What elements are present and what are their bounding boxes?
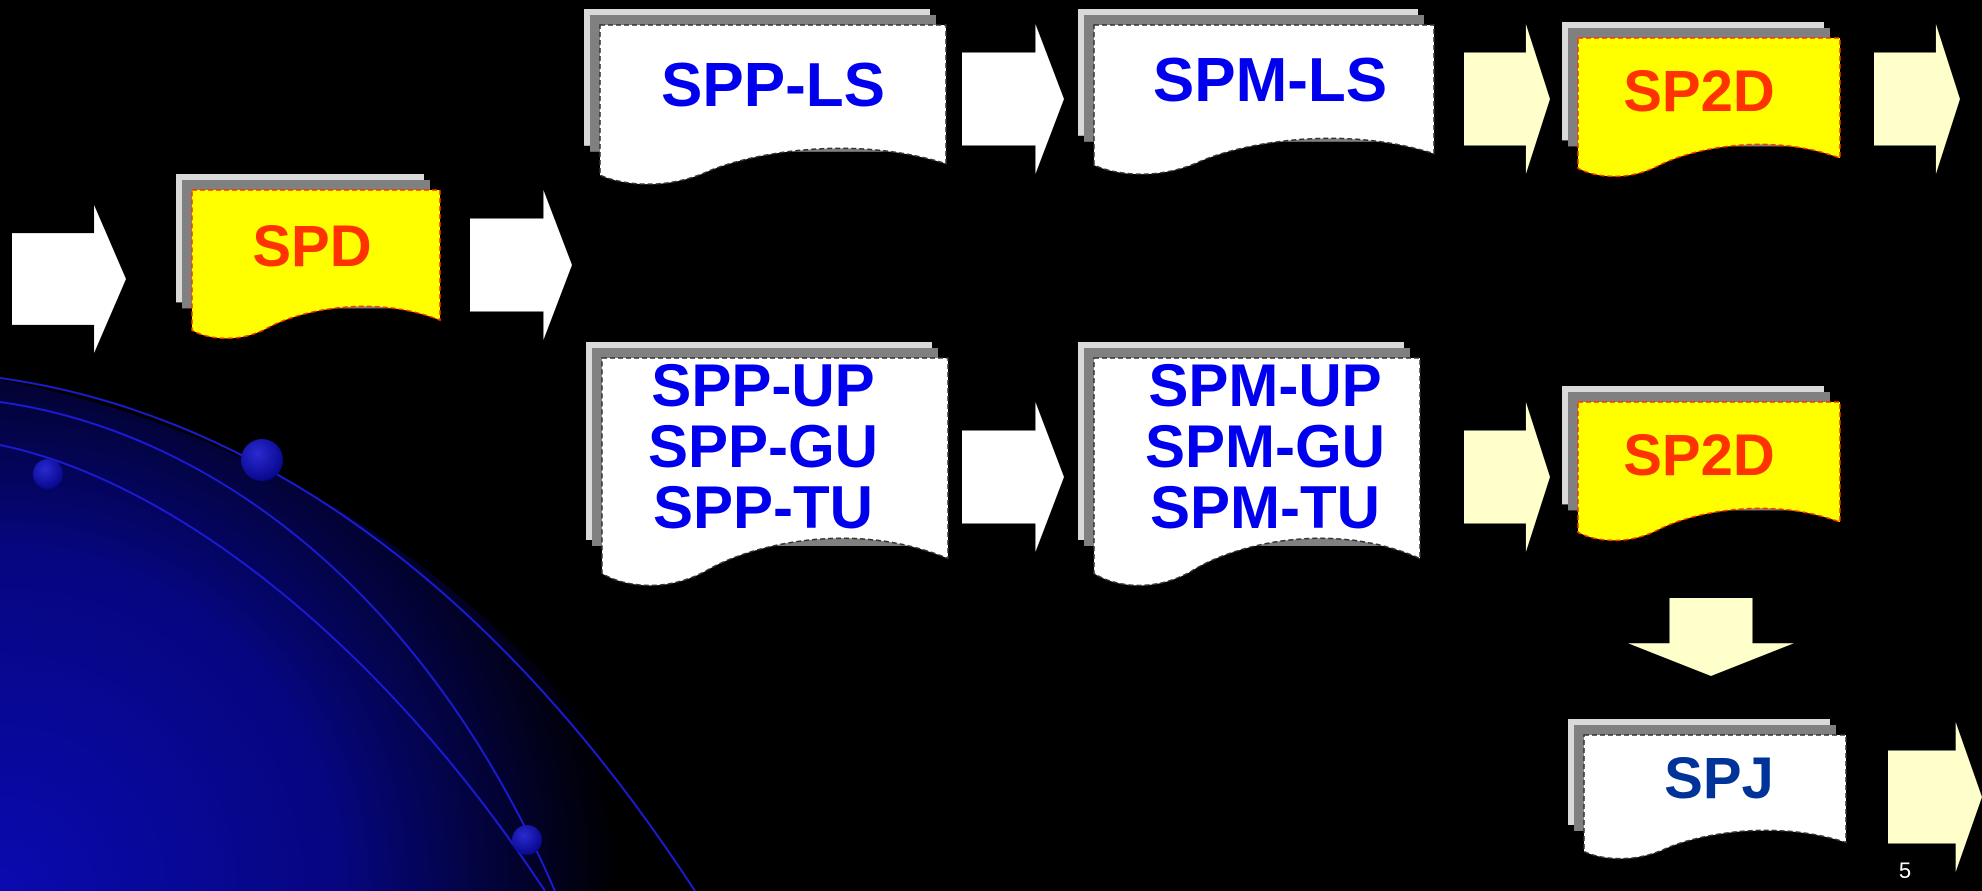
spp-multi-label-line: SPP-UP [651, 351, 875, 419]
orbit-line-outer [0, 377, 696, 891]
document-spd [176, 174, 441, 340]
spd-label: SPD [188, 184, 436, 309]
arrow-spm-to-sp2d [1464, 402, 1550, 552]
document-page [1093, 357, 1421, 587]
orbit-line-inner [0, 444, 546, 891]
document-spp-ls [584, 9, 947, 185]
spj-label: SPJ [1588, 727, 1850, 830]
planet-large [241, 439, 283, 481]
document-page [1093, 24, 1435, 175]
spm-multi-label-line: SPM-UP [1148, 351, 1382, 419]
document-spm-ls [1078, 9, 1435, 175]
spp-multi-label-line: SPP-GU [647, 412, 879, 480]
arrow-sp2d-top-out [1874, 24, 1960, 174]
planet-small [33, 459, 63, 489]
document-sp2d-bottom [1562, 386, 1841, 542]
planet-bottom [512, 825, 542, 855]
document-page [601, 357, 949, 587]
arrow-spp-ls-to-spm-ls [962, 24, 1064, 174]
spd-label-line: SPD [252, 213, 372, 279]
sp2d-bottom-label: SP2D [1568, 398, 1830, 513]
spp-ls-label-line: SPP-LS [661, 50, 885, 120]
sp2d-top-label-line: SP2D [1623, 58, 1775, 124]
orbit-line-middle [0, 401, 556, 891]
slide-number: 5 [1898, 858, 1912, 883]
spm-ls-label: SPM-LS [1100, 19, 1440, 142]
spm-ls-label-line: SPM-LS [1152, 45, 1388, 115]
document-page [1583, 734, 1847, 860]
spm-multi-label-line: SPM-TU [1150, 474, 1380, 542]
document-spp-multi [586, 342, 949, 587]
document-sp2d-top [1562, 22, 1841, 178]
spj-label-line: SPJ [1664, 745, 1774, 811]
sp2d-bottom-label-line: SP2D [1623, 422, 1775, 488]
arrow-spm-ls-to-sp2d [1464, 24, 1550, 174]
blue-glow-area [0, 380, 700, 891]
document-spm-multi [1078, 342, 1421, 587]
sp2d-top-label: SP2D [1568, 34, 1830, 149]
spp-ls-label: SPP-LS [600, 19, 946, 152]
document-page [191, 189, 441, 340]
spm-multi-label-line: SPM-GU [1145, 412, 1385, 480]
document-page [1577, 401, 1841, 542]
arrow-spp-to-spm [962, 402, 1064, 552]
document-page [1577, 37, 1841, 178]
spp-multi-label-line: SPP-TU [652, 474, 874, 542]
arrow-spj-out [1888, 722, 1982, 872]
document-spj [1568, 719, 1847, 860]
arrow-spd-out [470, 190, 572, 340]
document-page [599, 24, 947, 185]
arrow-into-spd [12, 205, 126, 353]
arrow-sp2d-to-spj [1628, 598, 1794, 676]
